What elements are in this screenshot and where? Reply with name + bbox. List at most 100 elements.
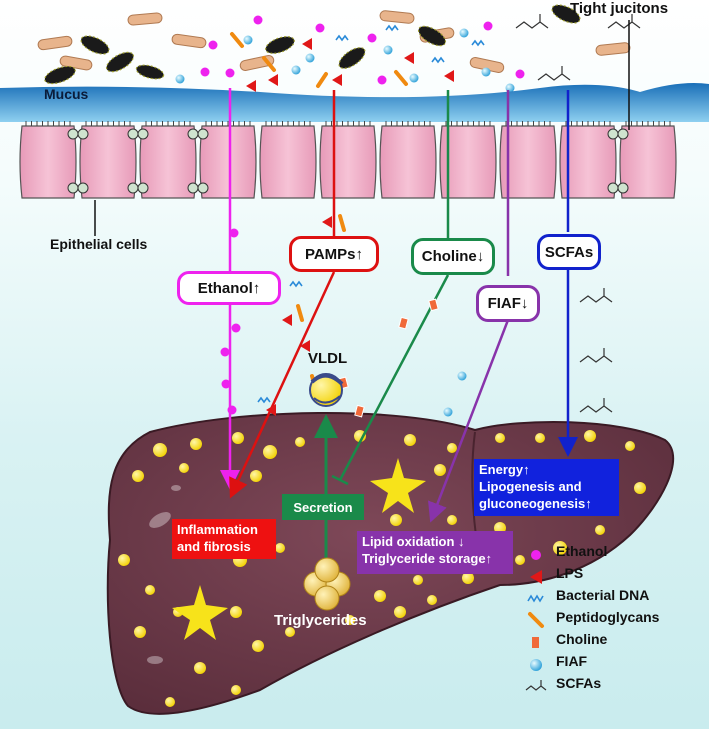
lumen-scfa-molecules <box>515 14 641 81</box>
legend-label: Bacterial DNA <box>556 587 650 603</box>
inflammation-line-2: and fibrosis <box>177 539 251 554</box>
tight-junction <box>197 182 209 194</box>
vldl-particle-icon <box>309 373 344 407</box>
legend-item-peptidoglycans: Peptidoglycans <box>520 608 705 630</box>
circulating-scfas <box>579 288 613 413</box>
lipid-droplet <box>230 606 242 618</box>
lipid-droplet <box>447 443 457 453</box>
epithelial-cell <box>139 125 197 199</box>
lipid-droplet <box>132 470 144 482</box>
lipid-droplet <box>145 585 155 595</box>
tight-junction <box>187 182 199 194</box>
lipid-droplet <box>179 463 189 473</box>
tight-junction <box>127 182 139 194</box>
legend-item-choline: Choline <box>520 630 705 652</box>
circulating-lps <box>266 216 332 416</box>
epithelial-cell <box>499 125 557 199</box>
lipid-droplet <box>390 514 402 526</box>
inflammation-fibrosis-box: Inflammation and fibrosis <box>172 519 276 559</box>
epithelial-cell <box>619 125 677 199</box>
lipid-droplet <box>427 595 437 605</box>
lipid-droplet <box>252 640 264 652</box>
epithelial-cell <box>199 125 257 199</box>
scfa-molecule-icon <box>525 680 547 691</box>
star-lesion-center <box>370 458 426 513</box>
epithelial-cell <box>259 125 317 199</box>
lipid-droplet <box>231 685 241 695</box>
ethanol-dot-icon <box>531 550 541 560</box>
lps-triangle-icon <box>530 570 542 584</box>
lipid-line-2: Triglyceride storage↑ <box>362 551 493 566</box>
epithelial-cell <box>379 125 437 199</box>
mucus-label: Mucus <box>44 86 89 102</box>
circulating-choline <box>338 298 439 418</box>
energy-line-2: Lipogenesis and <box>479 479 582 494</box>
vldl-label: VLDL <box>308 350 348 367</box>
epithelial-cell <box>79 125 137 199</box>
legend: Ethanol LPS Bacterial DNA Peptidoglycans… <box>520 542 705 696</box>
epithelial-cell <box>319 125 377 199</box>
lipid-droplets <box>118 430 646 707</box>
pamps-box: PAMPs↑ <box>289 236 379 272</box>
mucus-layer <box>0 83 709 122</box>
triglycerides-label: Triglycerides <box>274 612 367 629</box>
lipid-droplet <box>295 437 305 447</box>
tight-junction <box>137 182 149 194</box>
tight-junction <box>67 128 79 140</box>
energy-line-1: Energy↑ <box>479 462 530 477</box>
ethanol-box: Ethanol↑ <box>177 271 281 305</box>
lipid-droplet <box>134 626 146 638</box>
lipid-droplet <box>165 697 175 707</box>
lipid-line-1: Lipid oxidation ↓ <box>362 534 465 549</box>
legend-item-fiaf: FIAF <box>520 652 705 674</box>
inflammation-line-1: Inflammation <box>177 522 258 537</box>
lipid-droplet <box>190 438 202 450</box>
tight-junction <box>617 128 629 140</box>
lumen-fiaf <box>175 28 515 93</box>
energy-line-3: gluconeogenesis↑ <box>479 496 592 511</box>
tight-junction <box>77 128 89 140</box>
legend-label: FIAF <box>556 653 588 669</box>
lipid-droplet <box>553 541 567 555</box>
tight-junction <box>607 182 619 194</box>
tight-junction <box>607 128 619 140</box>
legend-icons <box>525 550 547 691</box>
scfas-box: SCFAs <box>537 234 601 270</box>
legend-item-lps: LPS <box>520 564 705 586</box>
lumen-peptidoglycans <box>230 32 408 88</box>
epithelial-cells-label: Epithelial cells <box>50 236 148 252</box>
lipid-droplet <box>535 433 545 443</box>
lipid-droplet <box>584 430 596 442</box>
lipid-droplet <box>595 525 605 535</box>
secretion-box: Secretion <box>282 494 364 520</box>
star-lesion-left <box>172 585 228 640</box>
legend-item-scfas: SCFAs <box>520 674 705 696</box>
lipid-oxidation-box: Lipid oxidation ↓ Triglyceride storage↑ <box>357 531 513 574</box>
legend-item-bacterial-dna: Bacterial DNA <box>520 586 705 608</box>
circulating-ethanol <box>215 228 241 415</box>
tight-junction <box>137 128 149 140</box>
choline-line-cap <box>331 474 349 486</box>
fiaf-sphere-icon <box>530 659 542 671</box>
lipid-droplet <box>447 515 457 525</box>
tight-junctions-label: Tight jucitons <box>570 0 669 17</box>
lipid-droplet <box>374 590 386 602</box>
lipid-droplet <box>345 615 355 625</box>
fiaf-arrow <box>428 319 510 523</box>
legend-label: Peptidoglycans <box>556 609 660 625</box>
lipid-droplet <box>232 432 244 444</box>
lipid-droplet <box>153 443 167 457</box>
pamps-arrow <box>229 271 336 499</box>
energy-lipogenesis-box: Energy↑ Lipogenesis and gluconeogenesis↑ <box>474 459 619 516</box>
lipid-droplet <box>515 555 525 565</box>
lumen-ethanol-dots <box>200 15 525 85</box>
dark-bacteria <box>44 4 581 85</box>
legend-label: LPS <box>556 565 584 581</box>
lipid-droplet <box>462 572 474 584</box>
lipid-droplet <box>194 662 206 674</box>
circulating-fiaf <box>443 371 467 417</box>
choline-icon <box>532 637 539 648</box>
epithelial-cell-layer <box>19 121 677 199</box>
lumen-bacterial-dna <box>335 24 485 64</box>
legend-label: Ethanol <box>556 543 608 559</box>
